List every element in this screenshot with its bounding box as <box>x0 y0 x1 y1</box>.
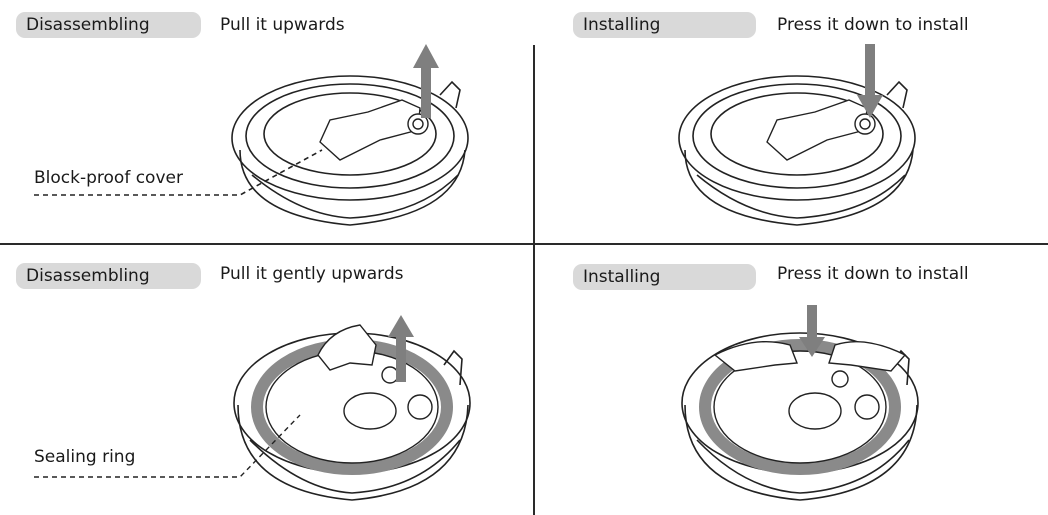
panel-install-ring: Installing Press it down to install <box>535 245 1048 515</box>
panel-install-cover: Installing Press it down to install <box>535 0 1048 243</box>
cooker-lid-illustration <box>535 0 1048 243</box>
cooker-lid-illustration <box>0 0 533 243</box>
cooker-ring-illustration <box>0 245 533 515</box>
panel-disassemble-cover: Disassembling Pull it upwards Block-proo… <box>0 0 533 243</box>
panel-disassemble-ring: Disassembling Pull it gently upwards Sea… <box>0 245 533 515</box>
cooker-ring-illustration <box>535 245 1048 515</box>
